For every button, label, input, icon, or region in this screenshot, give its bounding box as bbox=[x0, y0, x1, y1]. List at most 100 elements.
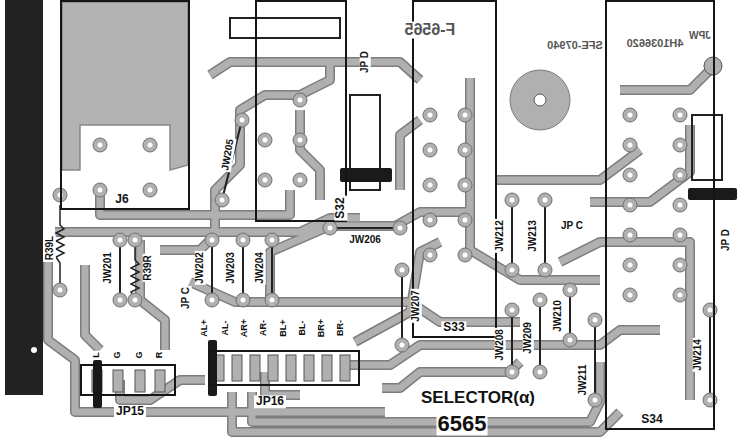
pad-hole bbox=[678, 203, 683, 208]
pad-hole bbox=[428, 218, 433, 223]
pad bbox=[623, 258, 637, 272]
pad bbox=[458, 248, 472, 262]
pad-hole bbox=[428, 148, 433, 153]
pad bbox=[93, 138, 107, 152]
pad-hole bbox=[510, 370, 515, 375]
resistor-symbol bbox=[56, 205, 64, 290]
trace-outline bbox=[400, 120, 420, 190]
pad bbox=[673, 258, 687, 272]
pad-hole bbox=[568, 288, 573, 293]
component-outline: JP15 bbox=[80, 364, 176, 396]
pad-hole bbox=[148, 143, 153, 148]
pad bbox=[205, 293, 219, 307]
pad-hole bbox=[98, 143, 103, 148]
silkscreen-label: JW211 bbox=[578, 363, 589, 396]
pad-hole bbox=[428, 253, 433, 258]
pad bbox=[113, 233, 127, 247]
trace bbox=[495, 150, 640, 180]
pad-hole bbox=[510, 198, 515, 203]
pad-hole bbox=[400, 343, 405, 348]
pad-hole bbox=[538, 370, 543, 375]
header-pin bbox=[322, 355, 332, 381]
solder-pads bbox=[53, 93, 717, 407]
silkscreen-label: R39R bbox=[143, 254, 154, 282]
pad-hole bbox=[510, 308, 515, 313]
silkscreen-label: 4H1036620 bbox=[626, 38, 685, 50]
pad bbox=[458, 213, 472, 227]
pad-hole bbox=[678, 233, 683, 238]
pad bbox=[458, 178, 472, 192]
pin-name: AL- bbox=[221, 320, 230, 337]
pad bbox=[258, 133, 272, 147]
edge-dot bbox=[31, 347, 37, 353]
pad bbox=[128, 233, 142, 247]
pad bbox=[673, 198, 687, 212]
pad-hole bbox=[628, 143, 633, 148]
pad-hole bbox=[58, 288, 63, 293]
pad-hole bbox=[270, 238, 275, 243]
pad-hole bbox=[568, 338, 573, 343]
pad-hole bbox=[133, 238, 138, 243]
pad bbox=[215, 193, 229, 207]
pin-name: L bbox=[92, 351, 101, 359]
pad bbox=[113, 293, 127, 307]
jumper-wire bbox=[242, 240, 244, 300]
shorting-bar bbox=[688, 188, 737, 200]
trace-outline bbox=[355, 242, 440, 342]
part-name: JP16 bbox=[254, 395, 286, 408]
board-edge-strip bbox=[5, 0, 43, 395]
pad bbox=[293, 93, 307, 107]
silkscreen-label: JW212 bbox=[495, 219, 506, 253]
pad bbox=[258, 173, 272, 187]
trace-outline bbox=[85, 265, 100, 350]
pad-hole bbox=[428, 113, 433, 118]
jumper-wire bbox=[511, 200, 513, 270]
pad-hole bbox=[593, 318, 598, 323]
part-name: JP15 bbox=[114, 405, 146, 418]
pad-hole bbox=[210, 298, 215, 303]
mount-pad bbox=[510, 70, 570, 130]
pad-hole bbox=[678, 293, 683, 298]
pad bbox=[623, 108, 637, 122]
trace bbox=[270, 212, 470, 300]
pad-hole bbox=[628, 203, 633, 208]
component-outline: S32 bbox=[255, 0, 347, 222]
pad bbox=[505, 365, 519, 379]
pad bbox=[423, 248, 437, 262]
shorting-bar bbox=[93, 360, 102, 408]
component-outline: JP16 bbox=[208, 350, 360, 386]
pad-hole bbox=[241, 298, 246, 303]
pad bbox=[623, 138, 637, 152]
pin-name: BL+ bbox=[279, 318, 288, 337]
outline-box bbox=[692, 115, 722, 180]
jumper-wire bbox=[539, 300, 541, 372]
pad bbox=[538, 193, 552, 207]
trace-outline bbox=[560, 242, 690, 400]
trace bbox=[85, 265, 100, 350]
pad bbox=[53, 283, 67, 297]
pad-hole bbox=[628, 173, 633, 178]
pad-hole bbox=[708, 398, 713, 403]
silkscreen-label: JP C bbox=[560, 221, 584, 232]
pin-name: AR+ bbox=[240, 318, 249, 338]
pad-hole bbox=[510, 268, 515, 273]
pad bbox=[293, 173, 307, 187]
pad bbox=[423, 108, 437, 122]
trace-outline bbox=[100, 190, 290, 215]
pad-hole bbox=[593, 398, 598, 403]
pad bbox=[533, 365, 547, 379]
trace bbox=[48, 262, 385, 412]
board-title: SELECTOR(α) bbox=[420, 389, 536, 407]
jumper-wire bbox=[511, 310, 513, 372]
mount-hole bbox=[534, 94, 546, 106]
pin-name: G bbox=[135, 350, 144, 359]
trace bbox=[140, 240, 165, 350]
pad bbox=[393, 221, 407, 235]
silkscreen-label: JW206 bbox=[348, 235, 382, 246]
pad bbox=[588, 313, 602, 327]
pad bbox=[423, 213, 437, 227]
trace-outline bbox=[140, 240, 165, 350]
pad-hole bbox=[678, 173, 683, 178]
pad bbox=[93, 183, 107, 197]
